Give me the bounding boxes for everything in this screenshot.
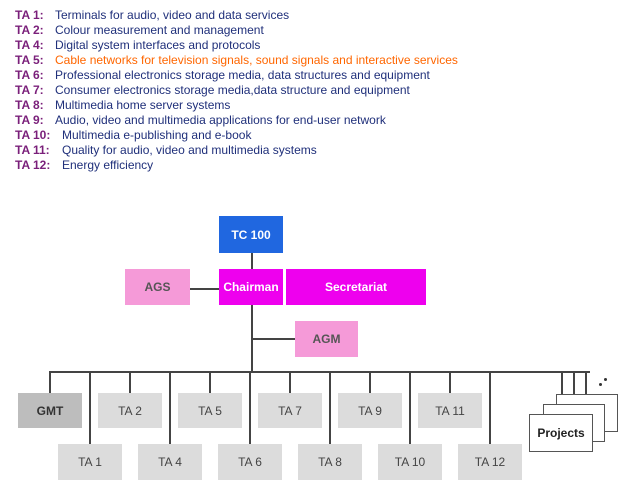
ta8-box[interactable]: TA 8	[298, 444, 362, 480]
ta-code: TA 7:	[15, 83, 44, 97]
ta-description: Multimedia e-publishing and e-book	[62, 128, 252, 142]
ta-legend-item: TA 11: Quality for audio, video and multi…	[15, 143, 458, 158]
bus-connector	[49, 371, 590, 373]
ta-legend-item: TA 12: Energy efficiency	[15, 158, 458, 173]
ta-code: TA 10:	[15, 128, 51, 142]
drop-ta7	[289, 372, 291, 393]
drop-projects-2	[573, 372, 575, 394]
drop-projects-3	[585, 372, 587, 394]
projects-box[interactable]: Projects	[529, 414, 593, 452]
ta-description: Energy efficiency	[62, 158, 154, 172]
drop-ta5	[209, 372, 211, 393]
ta-legend-item: TA 10: Multimedia e-publishing and e-book	[15, 128, 458, 143]
drop-ta9	[369, 372, 371, 393]
ta-legend-item: TA 5: Cable networks for television signa…	[15, 53, 458, 68]
ta5-label: TA 5	[198, 403, 222, 418]
ta2-box[interactable]: TA 2	[98, 393, 162, 428]
ta-code: TA 5:	[15, 53, 44, 67]
ags-connector	[190, 288, 220, 290]
ta-legend-item: TA 9: Audio, video and multimedia applica…	[15, 113, 458, 128]
ta-code: TA 11:	[15, 143, 50, 157]
drop-ta4	[169, 372, 171, 444]
ta-legend-item: TA 4: Digital system interfaces and proto…	[15, 38, 458, 53]
ta10-box[interactable]: TA 10	[378, 444, 442, 480]
drop-ta12	[489, 372, 491, 444]
ta-description: Terminals for audio, video and data serv…	[55, 8, 290, 22]
ta8-label: TA 8	[318, 455, 342, 469]
chairman-label: Chairman	[223, 280, 279, 294]
ta-description: Multimedia home server systems	[55, 98, 231, 112]
ta9-box[interactable]: TA 9	[338, 393, 402, 428]
ta12-label: TA 12	[474, 455, 506, 469]
ellipsis-dot	[604, 378, 607, 381]
ta1-box[interactable]: TA 1	[58, 444, 122, 480]
ta6-box[interactable]: TA 6	[218, 444, 282, 480]
ta-description: Professional electronics storage media, …	[55, 68, 430, 82]
ta-code: TA 9:	[15, 113, 44, 127]
gmt-box[interactable]: GMT	[18, 393, 82, 428]
projects-label: Projects	[537, 426, 585, 440]
ta-legend-item: TA 2: Colour measurement and management	[15, 23, 458, 38]
ta4-box[interactable]: TA 4	[138, 444, 202, 480]
drop-ta8	[329, 372, 331, 444]
ta-code: TA 8:	[15, 98, 44, 112]
ta2-label: TA 2	[118, 403, 142, 418]
ta4-label: TA 4	[158, 455, 182, 469]
ta-legend-item: TA 1: Terminals for audio, video and data…	[15, 8, 458, 23]
gmt-label: GMT	[36, 403, 64, 418]
tc100-label: TC 100	[231, 227, 271, 242]
ta-legend-list: TA 1: Terminals for audio, video and data…	[15, 8, 458, 173]
agm-label: AGM	[312, 332, 341, 346]
ta5-box[interactable]: TA 5	[178, 393, 242, 428]
ta-description: Colour measurement and management	[55, 23, 264, 37]
ta11-label: TA 11	[435, 403, 465, 418]
drop-ta2	[129, 372, 131, 393]
ta7-label: TA 7	[278, 403, 302, 418]
ags-box[interactable]: AGS	[125, 269, 190, 305]
ta1-label: TA 1	[78, 455, 102, 469]
ta7-box[interactable]: TA 7	[258, 393, 322, 428]
secretariat-label: Secretariat	[324, 280, 388, 294]
drop-ta6	[249, 372, 251, 444]
ta-description: Quality for audio, video and multimedia …	[62, 143, 317, 157]
chairman-box[interactable]: Chairman	[219, 269, 283, 305]
agm-box[interactable]: AGM	[295, 321, 358, 357]
ta6-label: TA 6	[238, 455, 262, 469]
ta-legend-item: TA 8: Multimedia home server systems	[15, 98, 458, 113]
drop-ta10	[409, 372, 411, 444]
drop-ta11	[449, 372, 451, 393]
ta11-box[interactable]: TA 11	[418, 393, 482, 428]
ags-label: AGS	[144, 280, 171, 294]
ta-code: TA 1:	[15, 8, 44, 22]
ellipsis-dot	[599, 383, 602, 386]
tc100-box[interactable]: TC 100	[219, 216, 283, 253]
ta9-label: TA 9	[358, 403, 382, 418]
drop-ta1	[89, 372, 91, 444]
drop-gmt	[49, 372, 51, 393]
ta-legend-item: TA 6: Professional electronics storage me…	[15, 68, 458, 83]
drop-projects-1	[561, 372, 563, 394]
ta12-box[interactable]: TA 12	[458, 444, 522, 480]
ta10-label: TA 10	[394, 455, 426, 469]
ta-legend-item: TA 7: Consumer electronics storage media,…	[15, 83, 458, 98]
ta-code: TA 12:	[15, 158, 51, 172]
ta-description: Cable networks for television signals, s…	[55, 53, 458, 67]
secretariat-box[interactable]: Secretariat	[286, 269, 426, 305]
trunk-connector	[251, 253, 253, 372]
ta-description: Digital system interfaces and protocols	[55, 38, 261, 52]
ta-description: Consumer electronics storage media,data …	[55, 83, 410, 97]
ta-code: TA 6:	[15, 68, 44, 82]
agm-connector	[253, 338, 295, 340]
ta-code: TA 4:	[15, 38, 44, 52]
ta-description: Audio, video and multimedia applications…	[55, 113, 386, 127]
ta-code: TA 2:	[15, 23, 44, 37]
